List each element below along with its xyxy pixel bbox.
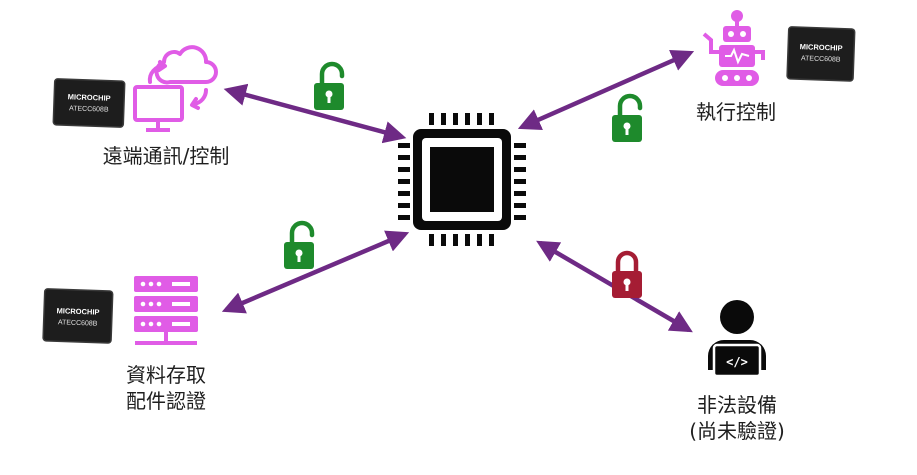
server-icon xyxy=(134,276,198,345)
storage-label-line2: 配件認證 xyxy=(126,389,206,413)
storage-label: 資料存取 配件認證 xyxy=(114,362,218,414)
unlocked-padlock-icon xyxy=(314,61,345,110)
unlocked-padlock-icon xyxy=(284,220,315,269)
locked-padlock-icon xyxy=(612,250,642,298)
cloud-sync-icon xyxy=(147,45,218,110)
cpu-icon xyxy=(398,113,526,246)
arrow-storage-cpu xyxy=(221,230,410,314)
secure-element-chip: MICROCHIP ATECC608B xyxy=(52,78,126,128)
illegal-device-label-line2: (尚未驗證) xyxy=(689,419,785,443)
actuator-label-text: 執行控制 xyxy=(696,100,776,124)
illegal-device-label-line1: 非法設備 xyxy=(697,393,777,417)
secure-element-chip: MICROCHIP ATECC608B xyxy=(786,26,856,82)
robot-icon xyxy=(702,10,765,86)
developer-laptop-icon: </> xyxy=(708,300,766,378)
chip-model: ATECC608B xyxy=(801,55,841,63)
remote-comm-label-text: 遠端通訊/控制 xyxy=(102,144,230,168)
arrow-actuator-cpu xyxy=(517,49,695,131)
chip-brand: MICROCHIP xyxy=(800,42,843,52)
arrow-remote-cpu xyxy=(223,83,407,144)
svg-text:</>: </> xyxy=(726,355,748,369)
illegal-device-label: 非法設備 (尚未驗證) xyxy=(680,392,794,444)
actuator-label: 執行控制 xyxy=(686,99,786,125)
chip-brand: MICROCHIP xyxy=(68,92,111,102)
chip-model: ATECC608B xyxy=(69,105,109,113)
monitor-icon xyxy=(133,85,184,132)
unlocked-padlock-icon xyxy=(612,93,643,142)
chip-brand: MICROCHIP xyxy=(56,306,99,316)
storage-label-line1: 資料存取 xyxy=(126,363,206,387)
remote-comm-label: 遠端通訊/控制 xyxy=(88,143,244,169)
chip-model: ATECC608B xyxy=(58,319,98,327)
secure-element-chip: MICROCHIP ATECC608B xyxy=(42,288,114,344)
